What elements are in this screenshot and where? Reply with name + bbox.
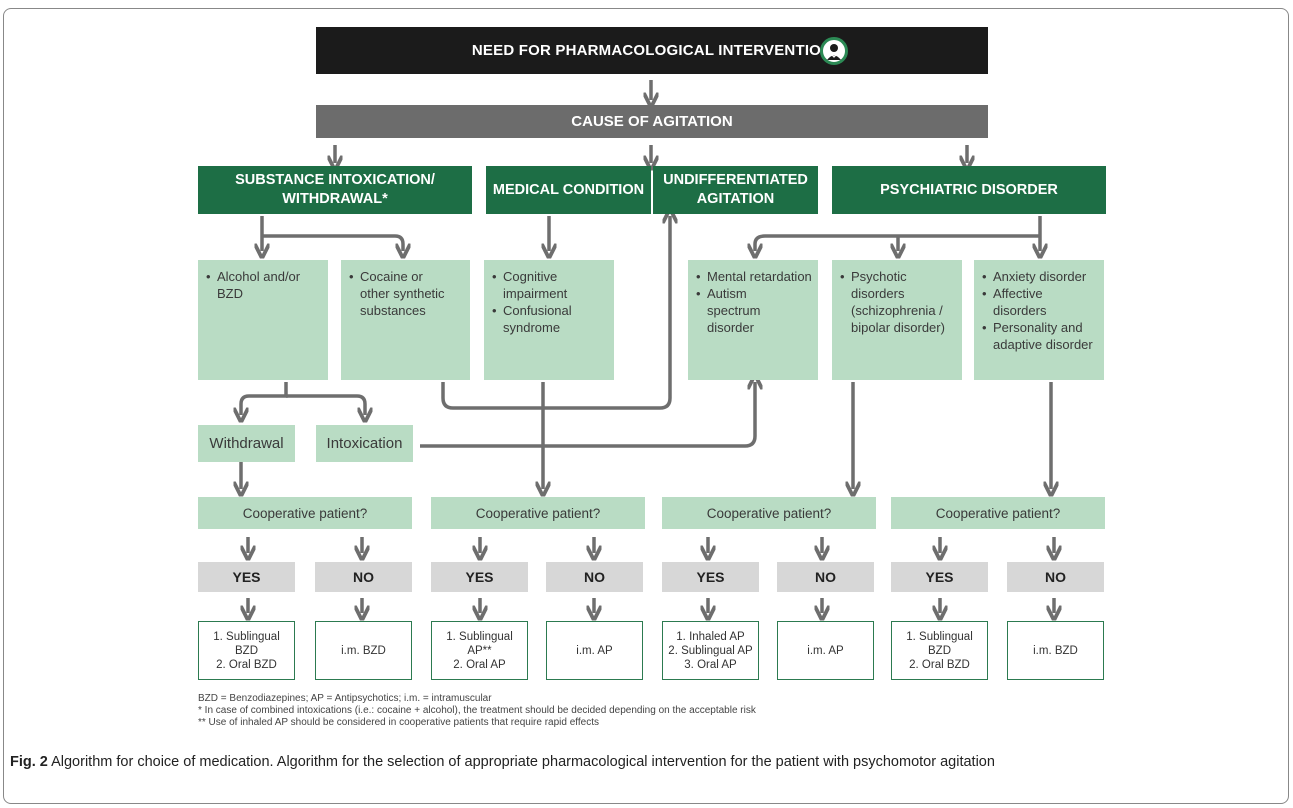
treatment-c4-no: i.m. BZD: [1007, 621, 1104, 680]
category-psychiatric-label: PSYCHIATRIC DISORDER: [880, 181, 1058, 198]
need-intervention-title: NEED FOR PHARMACOLOGICAL INTERVENTION: [471, 42, 833, 59]
treatment-text: 1. Sublingual BZD 2. Oral BZD: [213, 630, 280, 671]
treatment-text: i.m. AP: [576, 644, 613, 657]
treatment-text: i.m. BZD: [341, 644, 386, 657]
treatment-c2-yes: 1. Sublingual AP** 2. Oral AP: [431, 621, 528, 680]
no-label: NO: [1045, 569, 1066, 585]
intoxication-box: Intoxication: [316, 425, 413, 462]
footnote-combined-intoxications: * In case of combined intoxications (i.e…: [198, 705, 756, 716]
intoxication-label: Intoxication: [326, 435, 403, 452]
cooperative-question-2: Cooperative patient?: [431, 497, 645, 529]
subcause-item: Affective disorders: [982, 285, 1098, 319]
category-undifferentiated-label: UNDIFFERENTIATED AGITATION: [663, 172, 808, 207]
category-medical-label: MEDICAL CONDITION: [492, 181, 645, 198]
subcause-item: Cognitive impairment: [492, 268, 608, 302]
treatment-text: 1. Sublingual AP** 2. Oral AP: [446, 630, 513, 671]
subcause-cocaine: Cocaine or other synthetic substances: [341, 260, 470, 380]
treatment-c4-yes: 1. Sublingual BZD 2. Oral BZD: [891, 621, 988, 680]
cooperative-question-4: Cooperative patient?: [891, 497, 1105, 529]
yes-box-1: YES: [198, 562, 295, 592]
figure-caption: Fig. 2 Algorithm for choice of medicatio…: [10, 752, 1270, 772]
category-psychiatric: PSYCHIATRIC DISORDER: [832, 166, 1106, 214]
cooperative-label: Cooperative patient?: [242, 505, 368, 521]
treatment-c1-no: i.m. BZD: [315, 621, 412, 680]
subcause-item: Cocaine or other synthetic substances: [349, 268, 464, 319]
treatment-text: i.m. BZD: [1033, 644, 1078, 657]
footnote-inhaled-ap: ** Use of inhaled AP should be considere…: [198, 717, 600, 728]
subcause-item: Autism spectrum disorder: [696, 285, 812, 336]
need-intervention-header: NEED FOR PHARMACOLOGICAL INTERVENTION: [316, 27, 988, 74]
yes-label: YES: [232, 569, 261, 585]
treatment-c1-yes: 1. Sublingual BZD 2. Oral BZD: [198, 621, 295, 680]
figure-frame: [3, 8, 1289, 804]
yes-label: YES: [696, 569, 725, 585]
withdrawal-box: Withdrawal: [198, 425, 295, 462]
yes-label: YES: [925, 569, 954, 585]
treatment-text: 1. Sublingual BZD 2. Oral BZD: [906, 630, 973, 671]
treatment-c2-no: i.m. AP: [546, 621, 643, 680]
subcause-anxiety: Anxiety disorder Affective disorders Per…: [974, 260, 1104, 380]
no-box-1: NO: [315, 562, 412, 592]
treatment-c3-no: i.m. AP: [777, 621, 874, 680]
cooperative-question-3: Cooperative patient?: [662, 497, 876, 529]
footnote-abbreviations: BZD = Benzodiazepines; AP = Antipsychoti…: [198, 693, 492, 704]
cooperative-label: Cooperative patient?: [706, 505, 832, 521]
caption-text: Algorithm for choice of medication. Algo…: [47, 754, 995, 770]
subcause-item: Psychotic disorders (schizophrenia / bip…: [840, 268, 956, 336]
subcause-cognitive: Cognitive impairment Confusional syndrom…: [484, 260, 614, 380]
no-label: NO: [584, 569, 605, 585]
footnotes: BZD = Benzodiazepines; AP = Antipsychoti…: [198, 693, 1098, 729]
subcause-mental: Mental retardation Autism spectrum disor…: [688, 260, 818, 380]
yes-box-4: YES: [891, 562, 988, 592]
category-substance-label: SUBSTANCE INTOXICATION/ WITHDRAWAL*: [235, 172, 435, 207]
cause-of-agitation-header: CAUSE OF AGITATION: [316, 105, 988, 138]
cooperative-label: Cooperative patient?: [935, 505, 1061, 521]
cause-of-agitation-label: CAUSE OF AGITATION: [571, 113, 733, 130]
yes-label: YES: [465, 569, 494, 585]
treatment-c3-yes: 1. Inhaled AP 2. Sublingual AP 3. Oral A…: [662, 621, 759, 680]
category-undifferentiated: UNDIFFERENTIATED AGITATION: [653, 166, 818, 214]
subcause-item: Anxiety disorder: [982, 268, 1098, 285]
category-medical: MEDICAL CONDITION: [486, 166, 651, 214]
subcause-item: Mental retardation: [696, 268, 812, 285]
subcause-item: Confusional syndrome: [492, 302, 608, 336]
treatment-text: 1. Inhaled AP 2. Sublingual AP 3. Oral A…: [668, 630, 753, 671]
doctor-icon: [820, 37, 848, 65]
category-substance: SUBSTANCE INTOXICATION/ WITHDRAWAL*: [198, 166, 472, 214]
withdrawal-label: Withdrawal: [209, 435, 284, 452]
subcause-item: Personality and adaptive disorder: [982, 319, 1098, 353]
subcause-alcohol: Alcohol and/or BZD: [198, 260, 328, 380]
yes-box-3: YES: [662, 562, 759, 592]
subcause-item: Alcohol and/or BZD: [206, 268, 322, 302]
cooperative-label: Cooperative patient?: [475, 505, 601, 521]
treatment-text: i.m. AP: [807, 644, 844, 657]
yes-box-2: YES: [431, 562, 528, 592]
subcause-psychotic: Psychotic disorders (schizophrenia / bip…: [832, 260, 962, 380]
cooperative-question-1: Cooperative patient?: [198, 497, 412, 529]
no-label: NO: [353, 569, 374, 585]
no-label: NO: [815, 569, 836, 585]
no-box-3: NO: [777, 562, 874, 592]
figure-label: Fig. 2: [10, 754, 48, 770]
no-box-2: NO: [546, 562, 643, 592]
no-box-4: NO: [1007, 562, 1104, 592]
